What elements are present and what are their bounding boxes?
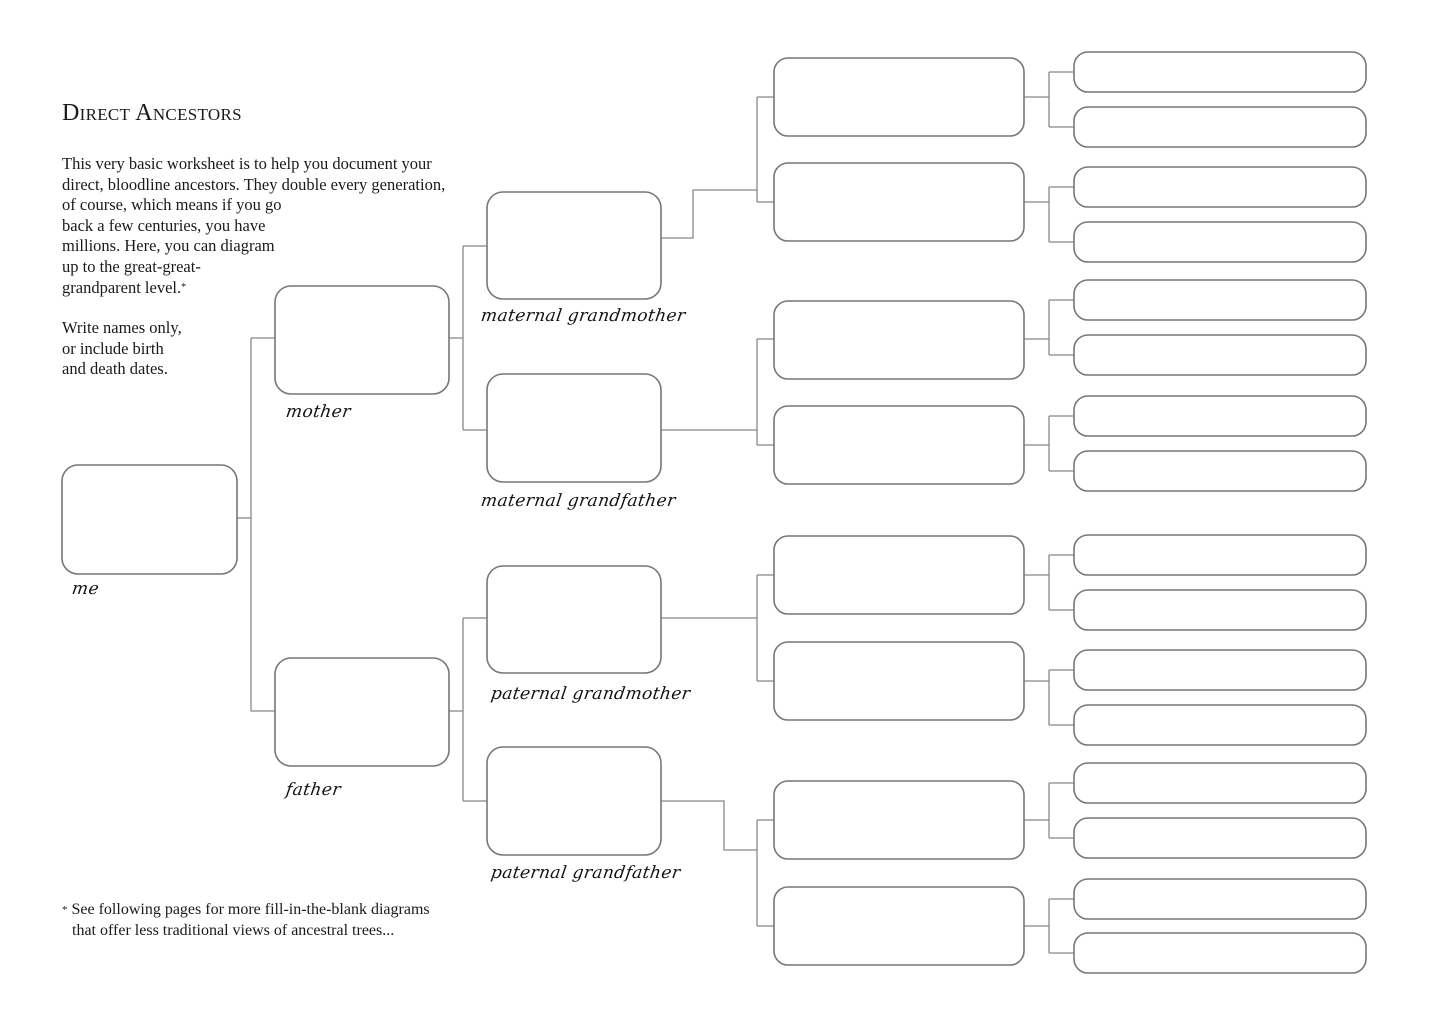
mother-box[interactable]: [274, 285, 450, 395]
intro-line: back a few centuries, you have: [62, 215, 266, 235]
label-paternal-grandfather: paternal grandfather: [489, 863, 682, 883]
maternal-grandfather-box[interactable]: [486, 373, 662, 483]
great-grandparent-box[interactable]: [773, 162, 1025, 242]
intro-line: millions. Here, you can diagram: [62, 236, 275, 256]
hint-line: Write names only,: [62, 318, 182, 337]
intro-line: grandparent level.: [62, 277, 182, 297]
great-great-grandparent-box[interactable]: [1073, 51, 1367, 93]
intro-line: This very basic worksheet is to help you…: [62, 154, 432, 173]
connector-gp1: [661, 189, 757, 239]
footnote-line: See following pages for more fill-in-the…: [71, 901, 430, 918]
intro-paragraph: This very basic worksheet is to help you…: [62, 154, 445, 298]
hint-line: or include birth: [62, 338, 164, 358]
great-great-grandparent-box[interactable]: [1073, 762, 1367, 804]
great-great-grandparent-box[interactable]: [1073, 932, 1367, 974]
great-great-grandparent-box[interactable]: [1073, 534, 1367, 576]
paternal-grandfather-box[interactable]: [486, 746, 662, 856]
intro-line: direct, bloodline ancestors. They double…: [62, 174, 446, 194]
me-box[interactable]: [61, 464, 238, 575]
footnote-marker: *: [181, 281, 187, 293]
label-maternal-grandfather: maternal grandfather: [479, 491, 677, 511]
father-box[interactable]: [274, 657, 450, 767]
label-maternal-grandmother: maternal grandmother: [479, 306, 687, 326]
intro-line: of course, which means if you go: [62, 195, 282, 215]
great-grandparent-box[interactable]: [773, 641, 1025, 721]
paternal-grandmother-box[interactable]: [486, 565, 662, 674]
great-grandparent-box[interactable]: [773, 886, 1025, 966]
great-great-grandparent-box[interactable]: [1073, 589, 1367, 631]
great-grandparent-box[interactable]: [773, 780, 1025, 860]
great-grandparent-box[interactable]: [773, 535, 1025, 615]
great-great-grandparent-box[interactable]: [1073, 221, 1367, 263]
great-grandparent-box[interactable]: [773, 300, 1025, 380]
footnote-line: that offer less traditional views of anc…: [72, 921, 395, 939]
great-great-grandparent-box[interactable]: [1073, 334, 1367, 376]
intro-line: up to the great-great-: [62, 256, 201, 276]
great-great-grandparent-box[interactable]: [1073, 395, 1367, 437]
great-great-grandparent-box[interactable]: [1073, 704, 1367, 746]
great-grandparent-box[interactable]: [773, 57, 1025, 137]
maternal-grandmother-box[interactable]: [486, 191, 662, 300]
label-father: father: [284, 780, 343, 800]
label-me: me: [70, 579, 101, 599]
page-title: Direct Ancestors: [62, 100, 242, 126]
instructions-paragraph: Write names only, or include birth and d…: [62, 318, 182, 380]
great-great-grandparent-box[interactable]: [1073, 106, 1367, 148]
footnote-marker: *: [62, 904, 68, 916]
great-great-grandparent-box[interactable]: [1073, 279, 1367, 321]
label-paternal-grandmother: paternal grandmother: [489, 684, 692, 704]
great-great-grandparent-box[interactable]: [1073, 817, 1367, 859]
great-great-grandparent-box[interactable]: [1073, 166, 1367, 208]
label-mother: mother: [284, 402, 353, 422]
great-great-grandparent-box[interactable]: [1073, 878, 1367, 920]
great-great-grandparent-box[interactable]: [1073, 649, 1367, 691]
great-grandparent-box[interactable]: [773, 405, 1025, 485]
hint-line: and death dates.: [62, 359, 168, 379]
great-great-grandparent-box[interactable]: [1073, 450, 1367, 492]
footnote: * See following pages for more fill-in-t…: [62, 900, 430, 941]
connector-gp4: [661, 800, 757, 851]
